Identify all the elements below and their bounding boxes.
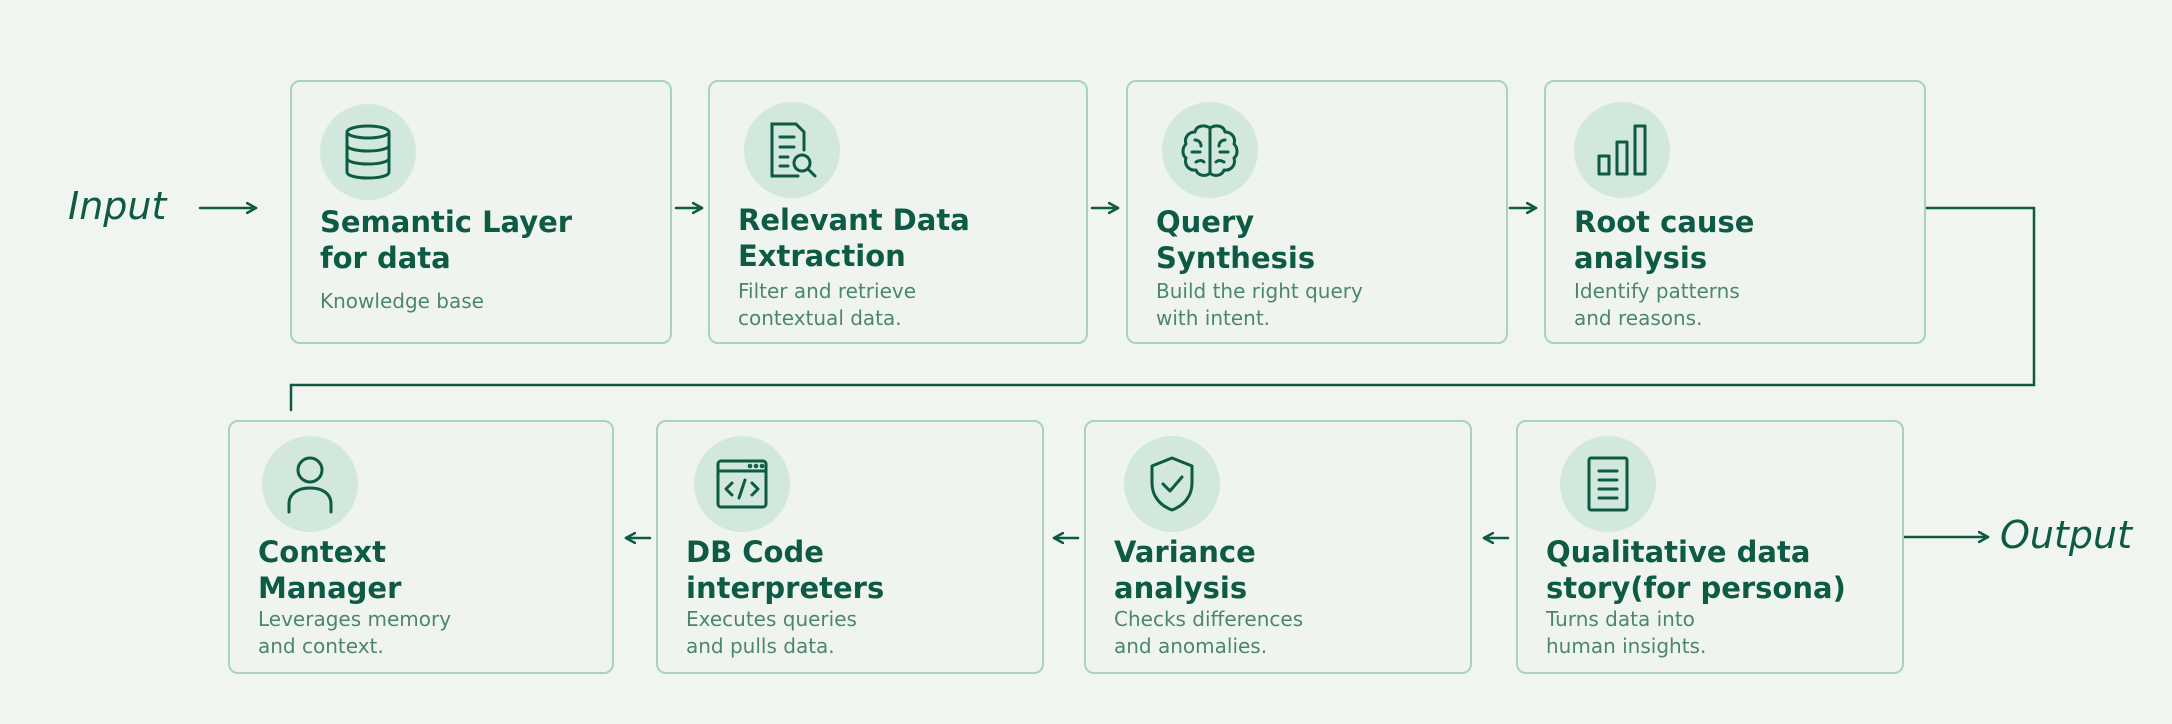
document-icon (1560, 436, 1656, 532)
output-label: Output (2000, 513, 2132, 557)
bar-chart-icon (1574, 102, 1670, 198)
user-icon (262, 436, 358, 532)
step-description: Knowledge base (320, 289, 484, 313)
code-window-icon (694, 436, 790, 532)
row-connector (289, 206, 2036, 412)
shield-check-icon (1124, 436, 1220, 532)
document-search-icon (744, 102, 840, 198)
database-icon (320, 104, 416, 200)
input-label: Input (68, 184, 167, 228)
brain-icon (1162, 102, 1258, 198)
